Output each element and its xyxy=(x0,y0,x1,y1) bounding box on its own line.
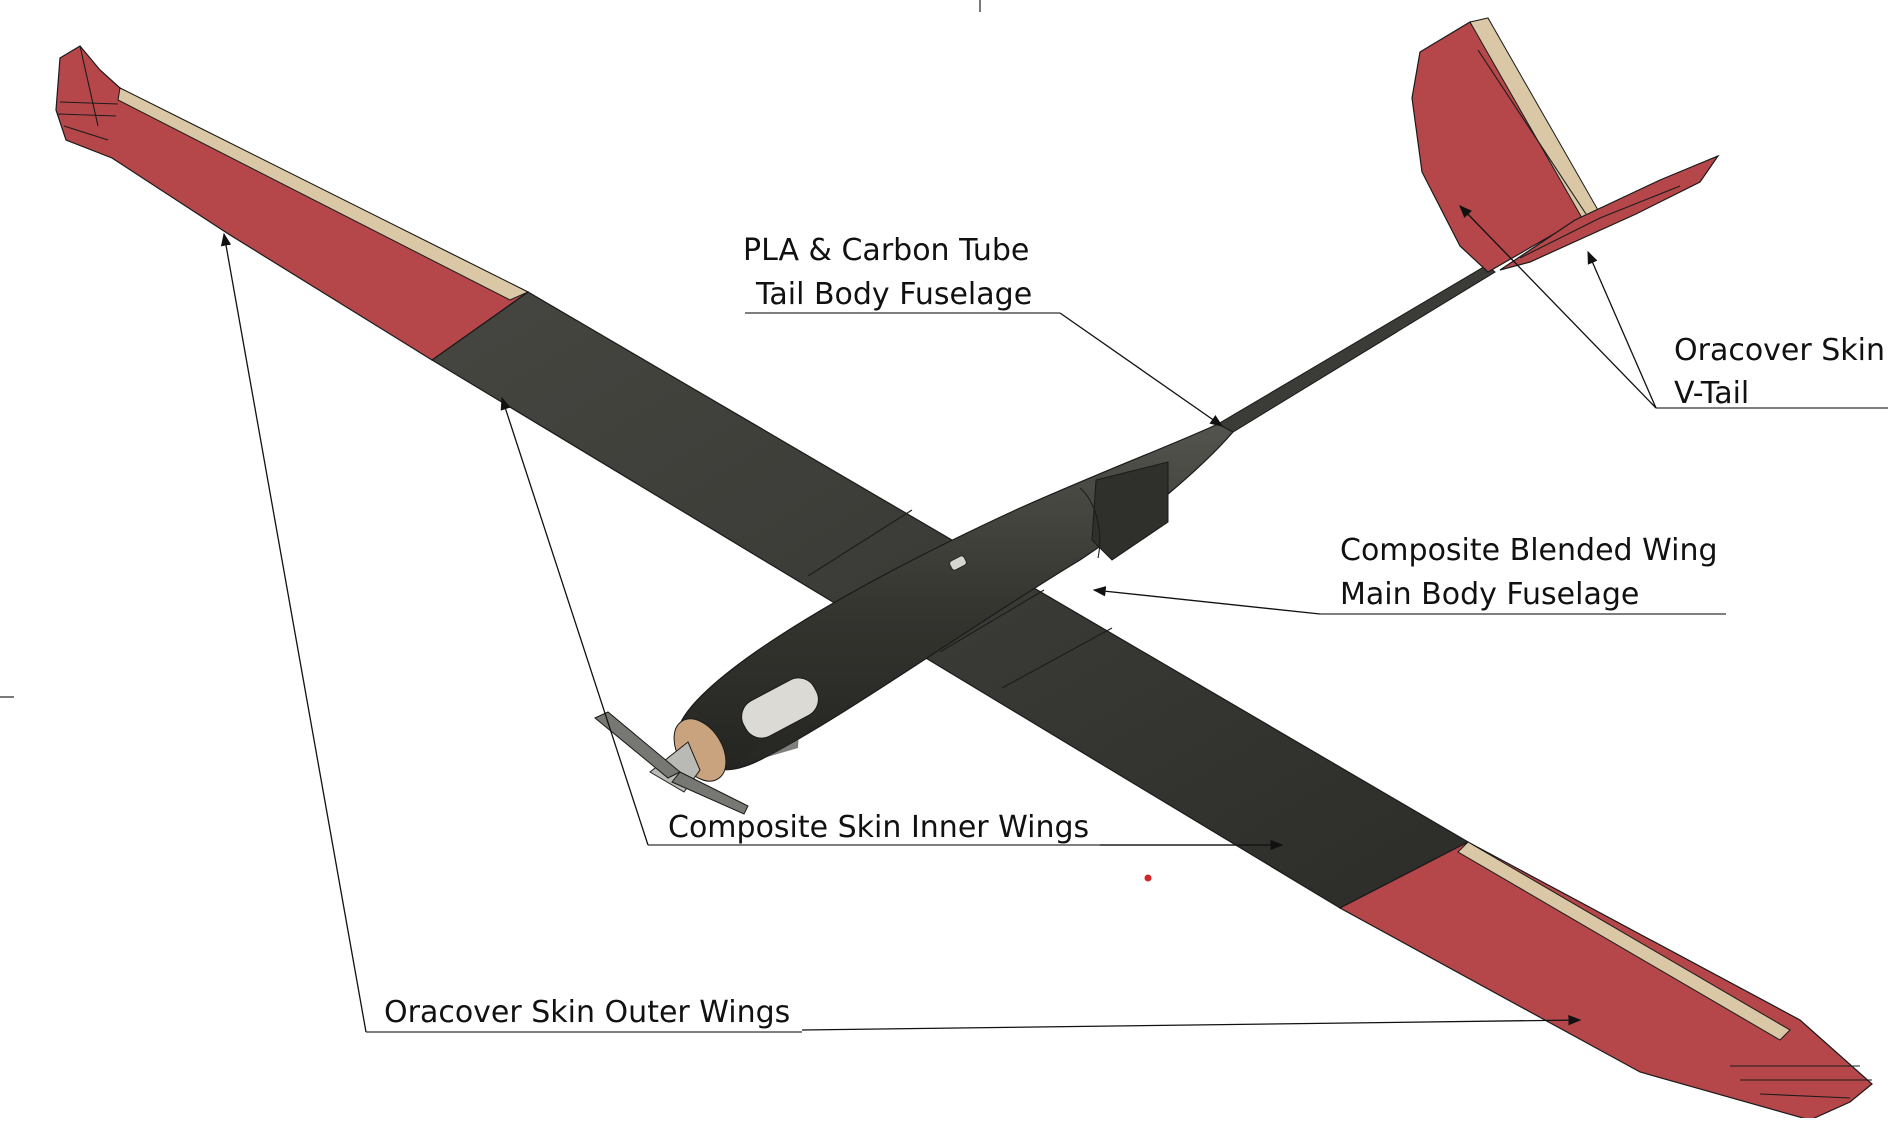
v-tail-left-hinge xyxy=(1477,49,1587,215)
leader-v-tail-left xyxy=(1459,205,1657,409)
canopy-hatch xyxy=(741,677,819,739)
left-outer-balsa xyxy=(117,87,530,301)
label-v-tail-line1: Oracover Skin xyxy=(1674,333,1885,368)
callout-tail-body-fuselage: PLA & Carbon Tube Tail Body Fuselage xyxy=(743,233,1224,427)
v-tail-right-hinge xyxy=(1519,185,1681,259)
right-outer-wing xyxy=(1338,841,1873,1121)
leader-tail-body xyxy=(1059,312,1224,427)
right-outer-balsa xyxy=(1457,841,1791,1041)
label-inner-wings: Composite Skin Inner Wings xyxy=(668,810,1089,845)
tail-boom xyxy=(1216,264,1496,433)
label-v-tail-line2: V-Tail xyxy=(1674,376,1749,411)
leader-v-tail-right xyxy=(1587,250,1657,409)
vent xyxy=(949,555,967,571)
leader-inner-wings-left xyxy=(500,396,649,846)
leader-outer-wings-right xyxy=(801,1014,1582,1031)
label-outer-wings: Oracover Skin Outer Wings xyxy=(384,995,790,1030)
v-tail xyxy=(1411,17,1720,273)
main-fuselage xyxy=(594,423,1234,815)
label-main-body-line1: Composite Blended Wing xyxy=(1340,533,1718,568)
label-tail-body-line2: Tail Body Fuselage xyxy=(755,277,1032,312)
callout-v-tail-skin: Oracover Skin V-Tail xyxy=(1459,205,1888,411)
v-tail-right-panel xyxy=(1499,154,1720,271)
callout-main-body-fuselage: Composite Blended Wing Main Body Fuselag… xyxy=(1092,533,1726,615)
reference-dot xyxy=(1144,874,1152,882)
leader-main-body xyxy=(1092,586,1321,615)
propeller-blade-bottom xyxy=(671,771,749,815)
label-main-body-line2: Main Body Fuselage xyxy=(1340,577,1639,612)
callout-inner-wings: Composite Skin Inner Wings xyxy=(500,396,1284,851)
callout-outer-wings: Oracover Skin Outer Wings xyxy=(220,232,1582,1033)
label-tail-body-line1: PLA & Carbon Tube xyxy=(743,233,1029,268)
leader-outer-wings-left xyxy=(220,232,367,1033)
wing-root-fairing xyxy=(1091,461,1169,561)
